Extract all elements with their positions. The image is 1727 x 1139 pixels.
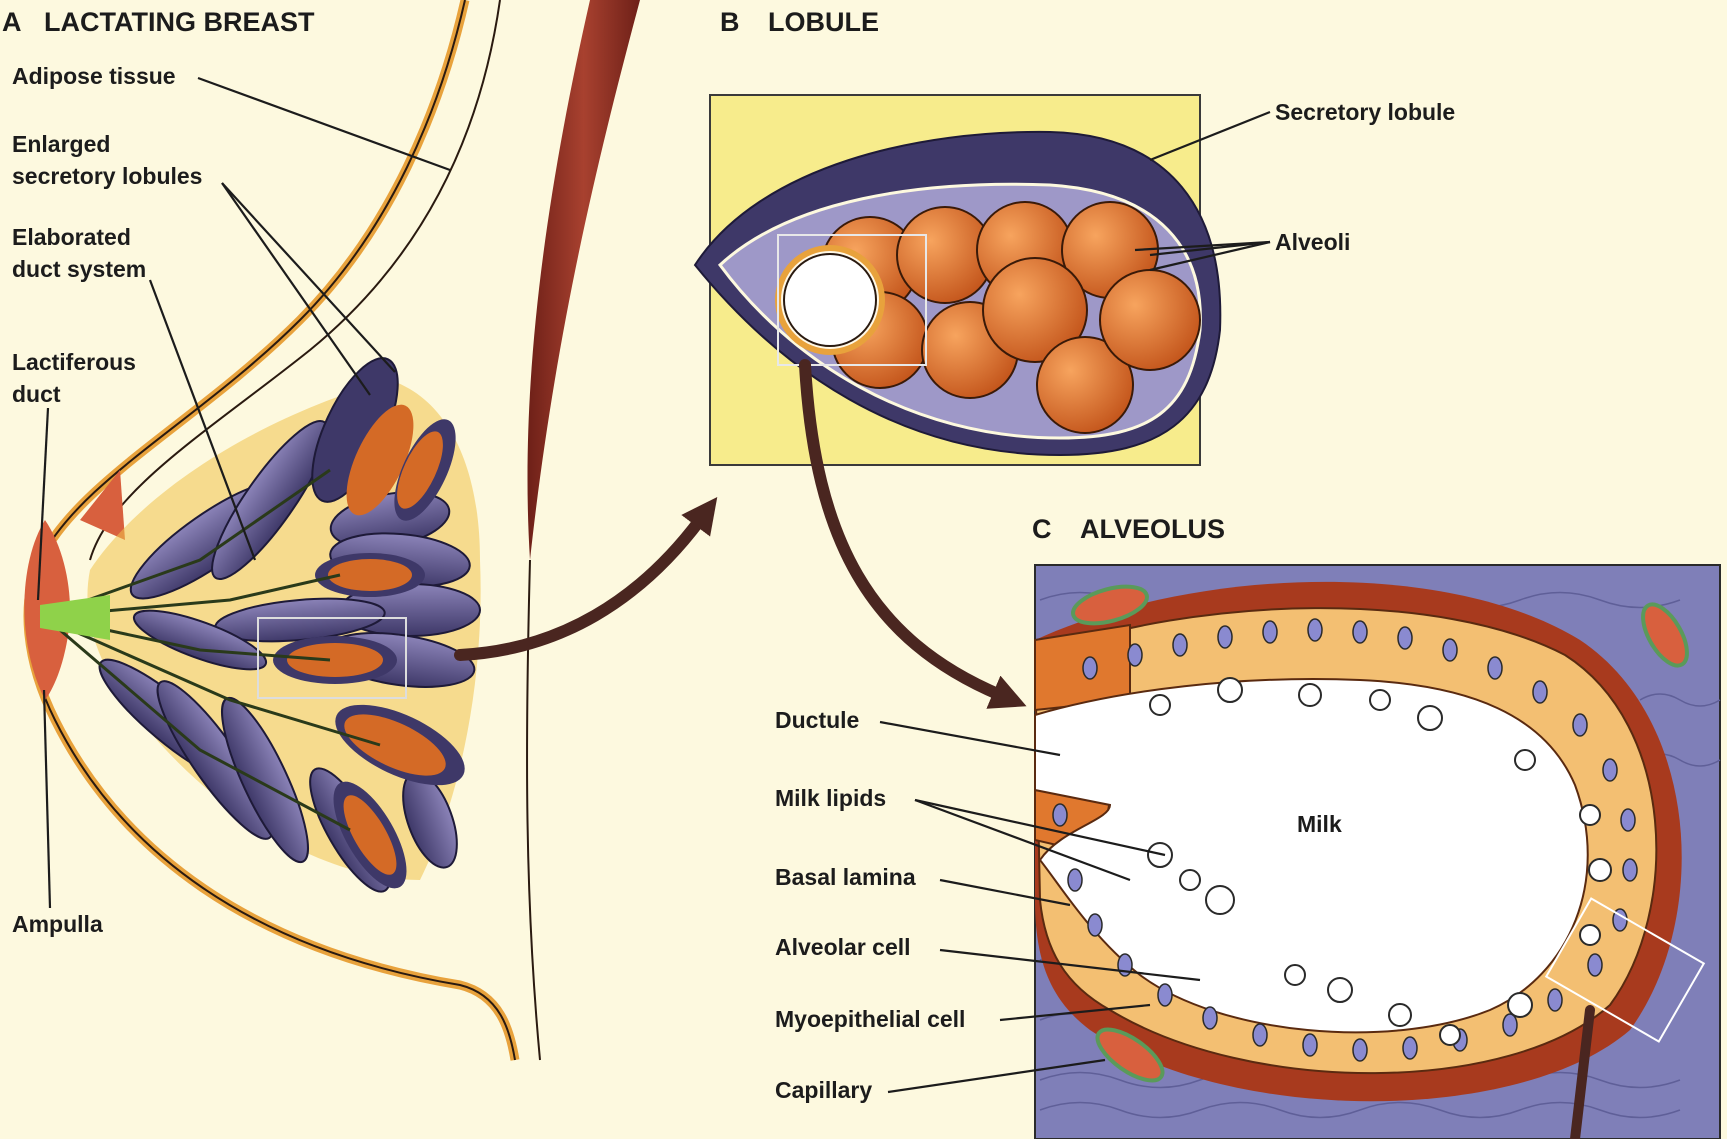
label-alveolar-cell: Alveolar cell [775, 934, 911, 960]
label-basal-lamina: Basal lamina [775, 864, 916, 890]
label-ampulla: Ampulla [12, 911, 103, 937]
panel-c-alveolus [1035, 565, 1720, 1139]
label-myoepithelial-cell: Myoepithelial cell [775, 1006, 965, 1032]
panel-b-title: LOBULE [768, 7, 879, 37]
panel-a-title: LACTATING BREAST [44, 7, 315, 37]
label-duct-system-line2: duct system [12, 256, 146, 282]
label-adipose-tissue: Adipose tissue [12, 63, 176, 89]
label-milk: Milk [1297, 811, 1342, 837]
label-capillary: Capillary [775, 1077, 872, 1103]
label-duct-system-line1: Elaborated [12, 224, 131, 250]
label-lactiferous-line1: Lactiferous [12, 349, 136, 375]
label-milk-lipids: Milk lipids [775, 785, 886, 811]
label-lactiferous-line2: duct [12, 381, 61, 407]
panel-a-breast [24, 0, 640, 1060]
arrow-a-to-b [460, 520, 700, 655]
label-alveoli: Alveoli [1275, 229, 1350, 255]
panel-b-lobule [695, 95, 1220, 465]
label-secretory-lobules-line2: secretory lobules [12, 163, 202, 189]
label-secretory-lobules-line1: Enlarged [12, 131, 110, 157]
panel-c-letter: C [1032, 514, 1052, 544]
panel-c-title: ALVEOLUS [1080, 514, 1225, 544]
panel-a-letter: A [2, 7, 22, 37]
pectoral-muscle [528, 0, 641, 560]
panel-b-letter: B [720, 7, 740, 37]
label-secretory-lobule: Secretory lobule [1275, 99, 1455, 125]
label-ductule: Ductule [775, 707, 859, 733]
